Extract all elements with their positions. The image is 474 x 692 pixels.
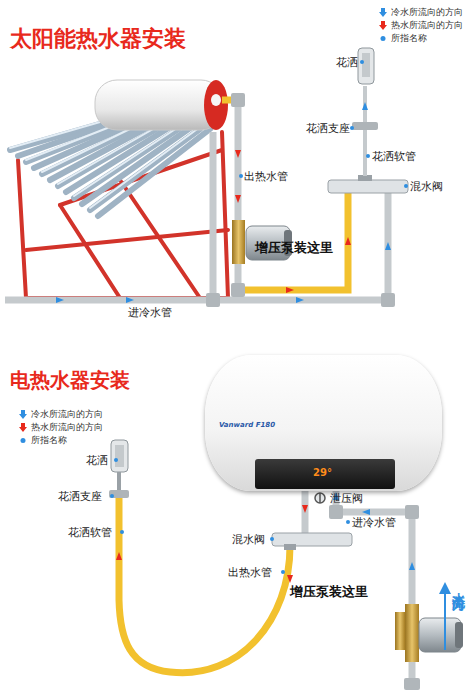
legend-text: 冷水所流向的方向 [31, 408, 103, 420]
section-heading: 电热水器安装 [10, 367, 130, 394]
part-label: 花洒支座 [306, 122, 350, 135]
legend-swatch [378, 34, 388, 43]
brand-text: Vanward F180 [219, 421, 275, 429]
part-label: 花洒 [336, 56, 358, 69]
part-label: 花洒 [86, 454, 108, 467]
legend-swatch-shape [379, 8, 387, 17]
legend-swatch-shape [21, 438, 26, 443]
legend-swatch [18, 436, 28, 445]
legend-swatch [18, 423, 28, 432]
vacuum-tubes [10, 124, 210, 216]
part-label: 增压泵装这里 [255, 240, 333, 255]
legend-swatch [378, 21, 388, 30]
control-panel: 29° [255, 459, 395, 489]
solar-tank [95, 80, 228, 130]
part-label: 出热水管 [228, 566, 272, 579]
legend-swatch [378, 8, 388, 17]
bottom-flow-arrows [116, 492, 451, 650]
top-mixer [328, 48, 408, 193]
bottom-booster-pump [395, 604, 463, 662]
part-label: 混水阀 [410, 180, 443, 193]
bottom-mixer [272, 533, 352, 550]
relief-valve [315, 493, 325, 503]
legend-swatch-shape [381, 36, 386, 41]
part-label: 泄压阀 [330, 492, 363, 505]
water-heater-tank: Vanward F180 29° [205, 355, 442, 491]
legend-text: 热水所流向的方向 [391, 19, 463, 31]
part-label: 花洒软管 [372, 150, 416, 163]
legend-swatch-shape [379, 21, 387, 30]
section-heading: 太阳能热水器安装 [10, 24, 186, 54]
bottom-shower [109, 440, 129, 498]
part-label: 增压泵装这里 [290, 584, 368, 599]
legend-item: 所指名称 [378, 32, 427, 44]
legend-swatch-shape [19, 410, 27, 419]
legend-item: 热水所流向的方向 [378, 19, 463, 31]
part-label: 出热水管 [244, 170, 288, 183]
part-label: 进冷水管 [128, 306, 172, 319]
bottom-pipes [119, 488, 412, 688]
legend-item: 冷水所流向的方向 [18, 408, 103, 420]
top-cold-pipes [5, 132, 392, 300]
legend-item: 冷水所流向的方向 [378, 6, 463, 18]
flow-direction-label: 水流方向 [452, 582, 465, 590]
legend-item: 热水所流向的方向 [18, 421, 103, 433]
part-label: 混水阀 [232, 533, 265, 546]
legend-text: 所指名称 [391, 32, 427, 44]
legend-text: 所指名称 [31, 434, 67, 446]
part-label: 花洒支座 [58, 490, 102, 503]
top-callout-dots [239, 60, 408, 188]
top-flow-arrows [56, 102, 391, 303]
section-panel: 电热水器安装 Vanward F180 29° [0, 345, 474, 692]
vacuum-tube-highlights [10, 122, 200, 208]
legend-text: 冷水所流向的方向 [391, 6, 463, 18]
legend-swatch [18, 410, 28, 419]
temperature-display: 29° [313, 467, 332, 478]
legend-swatch-shape [19, 423, 27, 432]
part-label: 花洒软管 [68, 526, 112, 539]
part-label: 进冷水管 [352, 516, 396, 529]
pipe-fittings [206, 93, 395, 307]
section-panel: 太阳能热水器安装 [0, 0, 474, 343]
legend-text: 热水所流向的方向 [31, 421, 103, 433]
legend-item: 所指名称 [18, 434, 67, 446]
